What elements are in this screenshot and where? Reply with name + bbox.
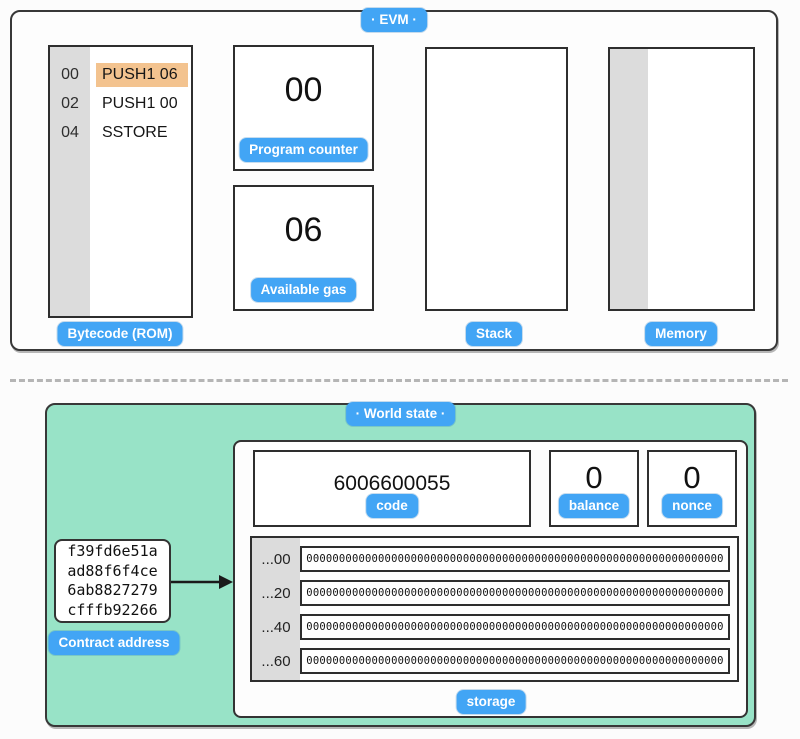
storage-offset: ...20 [261,584,291,602]
contract-address-box: f39fd6e51a ad88f6f4ce 6ab8827279 cfffb92… [54,539,171,623]
bytecode-row: 02 PUSH1 00 [50,89,191,118]
storage-row: ...00 0000000000000000000000000000000000… [252,545,737,573]
evm-section-label: · EVM · [361,8,427,32]
contract-address-line: ad88f6f4ce [67,561,158,580]
storage-row: ...60 0000000000000000000000000000000000… [252,647,737,675]
storage-row: ...40 0000000000000000000000000000000000… [252,613,737,641]
bytecode-row: 04 SSTORE [50,118,191,147]
stack-label: Stack [465,322,523,346]
contract-address-line: f39fd6e51a [67,542,158,560]
available-gas-value: 06 [284,211,323,249]
bytecode-panel: 00 PUSH1 06 02 PUSH1 00 04 SSTORE [48,45,193,318]
bytecode-offset: 04 [61,123,79,141]
balance-box: 0 balance [549,450,639,527]
nonce-label: nonce [662,494,722,518]
contract-address-line: cfffb92266 [67,600,158,619]
storage-row: ...20 0000000000000000000000000000000000… [252,579,737,607]
available-gas-panel: 06 Available gas [233,185,374,311]
bytecode-instruction: PUSH1 00 [102,94,178,112]
world-state-label: · World state · [345,402,456,426]
balance-value: 0 [585,460,603,495]
storage-value: 0000000000000000000000000000000000000000… [300,546,730,572]
storage-offset: ...60 [261,652,291,670]
stack-panel [425,47,568,311]
memory-offset-gutter [610,49,648,309]
balance-label: balance [558,494,630,518]
code-box: 6006600055 code [253,450,531,527]
nonce-value: 0 [683,460,701,495]
bytecode-rows: 00 PUSH1 06 02 PUSH1 00 04 SSTORE [50,60,191,147]
nonce-box: 0 nonce [647,450,737,527]
bytecode-instruction-current: PUSH1 06 [96,62,188,87]
storage-value: 0000000000000000000000000000000000000000… [300,580,730,606]
storage-label: storage [456,690,526,714]
contract-address-line: 6ab8827279 [67,581,158,599]
code-label: code [366,494,418,518]
code-value: 6006600055 [333,472,451,495]
bytecode-label: Bytecode (ROM) [57,322,183,346]
storage-value: 0000000000000000000000000000000000000000… [300,614,730,640]
storage-rows: ...00 0000000000000000000000000000000000… [252,545,737,681]
memory-label: Memory [645,322,717,346]
program-counter-panel: 00 Program counter [233,45,374,171]
bytecode-offset-gutter [50,47,90,316]
section-divider [10,379,788,382]
storage-value: 0000000000000000000000000000000000000000… [300,648,730,674]
available-gas-label: Available gas [250,278,357,302]
memory-panel [608,47,755,311]
program-counter-value: 00 [284,71,323,109]
storage-offset: ...40 [261,618,291,636]
bytecode-instruction: SSTORE [102,123,168,141]
storage-offset: ...00 [261,550,291,568]
storage-box: ...00 0000000000000000000000000000000000… [250,536,739,682]
bytecode-offset: 02 [61,94,79,112]
bytecode-offset: 00 [61,65,79,83]
bytecode-row: 00 PUSH1 06 [50,60,191,89]
address-to-account-arrow-icon [171,575,233,589]
contract-address-label: Contract address [48,631,180,655]
storage-offset-gutter [252,538,300,680]
program-counter-label: Program counter [239,138,368,162]
